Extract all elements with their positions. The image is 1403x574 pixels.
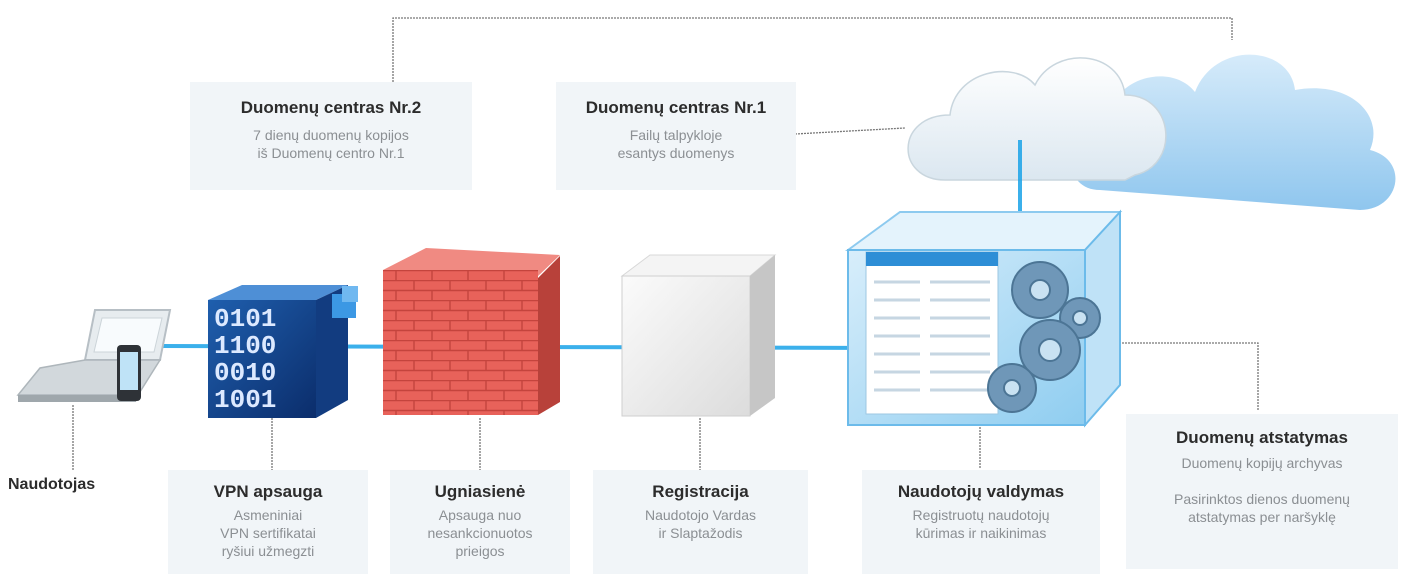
vpn-line-3: ryšiui užmegzti [221,543,315,559]
registration-line-1: Naudotojo Vardas [644,507,757,523]
dc1-line-2: esantys duomenys [617,145,735,161]
binary-row: 1100 [214,331,276,361]
dc2-line-2: iš Duomenų centro Nr.1 [257,145,405,161]
binary-row: 0010 [214,358,276,388]
dc1-line-1: Failų talpykloje [629,127,723,143]
user-management-title: Naudotojų valdymas [897,482,1065,501]
vpn-line-1: Asmeniniai [233,507,303,523]
binary-row: 0101 [214,304,276,334]
restore-box: Duomenų atstatymas Duomenų kopijų archyv… [1126,414,1398,569]
dc2-title: Duomenų centras Nr.2 [240,98,422,117]
firewall-title: Ugniasienė [434,482,526,501]
restore-title: Duomenų atstatymas [1176,428,1348,447]
firewall-line-3: prieigos [455,543,505,559]
dc2-box: Duomenų centras Nr.2 7 dienų duomenų kop… [190,82,472,190]
gears-icon [987,261,1101,413]
binary-row: 1001 [214,385,276,415]
firewall-line-2: nesankcionuotos [427,525,533,541]
dc2-line-1: 7 dienų duomenų kopijos [253,127,409,143]
firewall-line-1: Apsauga nuo [438,507,522,523]
vpn-title: VPN apsauga [213,482,323,501]
vpn-box: VPN apsauga Asmeniniai VPN sertifikatai … [168,470,368,574]
cloud-storage-icon [907,57,1167,181]
dc1-box: Duomenų centras Nr.1 Failų talpykloje es… [556,82,796,190]
restore-line-1: Duomenų kopijų archyvas [1181,455,1343,471]
firewall-box: Ugniasienė Apsauga nuo nesankcionuotos p… [390,470,570,574]
user-label: Naudotojas [8,476,96,493]
dc1-title: Duomenų centras Nr.1 [585,98,767,117]
registration-server-icon [620,254,777,417]
registration-title: Registracija [652,482,749,501]
registration-box: Registracija Naudotojo Vardas ir Slaptaž… [593,470,808,574]
smartphone-icon [117,345,141,401]
registration-line-2: ir Slaptažodis [658,525,743,541]
user-management-line-2: kūrimas ir naikinimas [915,525,1047,541]
restore-line-2: Pasirinktos dienos duomenų [1174,491,1350,507]
user-management-box: Naudotojų valdymas Registruotų naudotojų… [862,470,1100,574]
vpn-line-2: VPN sertifikatai [220,525,316,541]
dc1-connector-line [794,127,906,135]
backup-cloud-icon [1071,54,1396,211]
backup-connector-line [392,17,1233,82]
restore-line-3: atstatymas per naršyklę [1188,509,1336,525]
laptop-icon [16,309,172,402]
firewall-icon [383,248,560,415]
user-management-line-1: Registruotų naudotojų [912,507,1050,523]
